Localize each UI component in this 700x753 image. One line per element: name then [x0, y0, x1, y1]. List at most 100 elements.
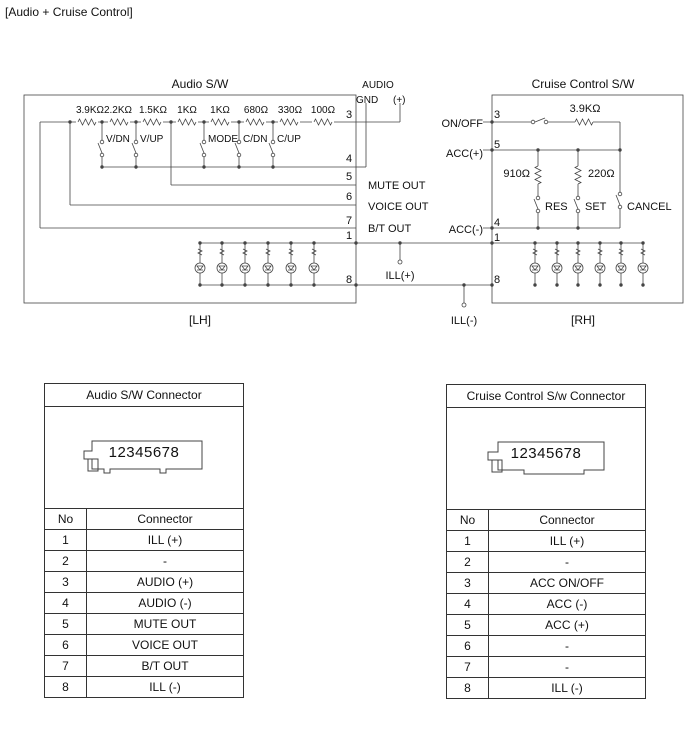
- switch-contact: [99, 139, 105, 145]
- pin-no-cell: 5: [44, 613, 87, 635]
- junction: [618, 148, 622, 152]
- junction: [619, 283, 623, 287]
- ill-minus-label: ILL(-): [451, 315, 477, 327]
- resistor-icon: [197, 248, 203, 256]
- switch-label: V/DN: [106, 134, 130, 145]
- diode-icon: [574, 265, 582, 271]
- gnd-label: GND: [356, 95, 378, 106]
- connector-pin-numbers: 12345678: [108, 443, 180, 461]
- connector-diagram: 12345678: [44, 406, 244, 509]
- pin-number: 8: [346, 274, 352, 286]
- diode-icon: [196, 265, 204, 271]
- resistor-icon: [245, 118, 265, 126]
- junction: [398, 241, 402, 245]
- ill-plus-label: ILL(+): [385, 270, 414, 282]
- junction: [598, 283, 602, 287]
- junction: [220, 283, 224, 287]
- pin-number: 1: [494, 232, 500, 244]
- cruise-sw-side: [RH]: [571, 313, 595, 327]
- pin-no-cell: 2: [446, 551, 489, 573]
- junction: [462, 283, 466, 287]
- resistor-icon: [313, 118, 333, 126]
- connector-cell: ILL (-): [488, 677, 646, 699]
- cruise-connector-table: Cruise Control S/w Connector 12345678 No…: [446, 384, 646, 699]
- led-icon: [194, 262, 206, 274]
- resistor-icon: [575, 248, 581, 256]
- cruise-sw-box: [491, 94, 684, 304]
- output-bt-out: B/T OUT: [368, 223, 411, 235]
- diode-icon: [639, 265, 647, 271]
- resistor-icon: [532, 248, 538, 256]
- junction: [641, 283, 645, 287]
- table-row: 7-: [446, 656, 646, 678]
- led-icon: [572, 262, 584, 274]
- pin-no-cell: 3: [44, 571, 87, 593]
- pin-no-cell: 7: [44, 655, 87, 677]
- resistor-icon: [210, 118, 230, 126]
- switch-icon: [97, 142, 103, 154]
- resistor-icon: [219, 248, 225, 256]
- output-mute-out: MUTE OUT: [368, 180, 426, 192]
- connector-cell: ACC (-): [488, 593, 646, 615]
- resistor-label: 220Ω: [588, 168, 615, 180]
- connector-cell: ILL (-): [86, 676, 244, 698]
- pin-no-cell: 7: [446, 656, 489, 678]
- resistor-label: 330Ω: [278, 105, 303, 116]
- diode-icon: [218, 265, 226, 271]
- pin-no-cell: 4: [446, 593, 489, 615]
- junction: [312, 283, 316, 287]
- resistor-icon: [534, 165, 542, 185]
- ill-minus-terminal: [461, 302, 467, 308]
- output-voice-out: VOICE OUT: [368, 201, 429, 213]
- switch-icon: [268, 142, 274, 154]
- audio-sw-side: [LH]: [189, 313, 211, 327]
- audio-sw-title: Audio S/W: [172, 77, 229, 91]
- resistor-icon: [554, 248, 560, 256]
- connector-diagram: 12345678: [446, 407, 646, 510]
- resistor-icon: [574, 118, 594, 126]
- switch-contact: [617, 204, 623, 210]
- diode-icon: [531, 265, 539, 271]
- column-header-no: No: [44, 508, 87, 530]
- switch-contact: [270, 139, 276, 145]
- cruise-sw-title: Cruise Control S/W: [532, 77, 635, 91]
- junction: [533, 283, 537, 287]
- led-icon: [529, 262, 541, 274]
- switch-contact: [535, 208, 541, 214]
- ill-plus-terminal: [397, 259, 403, 265]
- table-title: Audio S/W Connector: [44, 383, 244, 407]
- resistor-label: 3.9KΩ: [570, 103, 601, 115]
- junction: [243, 241, 247, 245]
- switch-label: C/UP: [277, 134, 301, 145]
- junction: [490, 226, 494, 230]
- switch-icon: [131, 142, 137, 154]
- switch-contact: [535, 195, 541, 201]
- pin-number: 4: [494, 217, 500, 229]
- pin-no-cell: 6: [44, 634, 87, 656]
- connector-cell: AUDIO (-): [86, 592, 244, 614]
- junction: [243, 283, 247, 287]
- junction: [220, 241, 224, 245]
- connector-icon: 12345678: [82, 439, 206, 477]
- table-row: 6-: [446, 635, 646, 657]
- junction: [576, 283, 580, 287]
- junction: [490, 148, 494, 152]
- connector-cell: -: [488, 635, 646, 657]
- switch-icon: [533, 198, 539, 210]
- diode-icon: [287, 265, 295, 271]
- switch-contact: [133, 139, 139, 145]
- connector-icon: 12345678: [484, 440, 608, 478]
- junction: [354, 283, 358, 287]
- junction: [289, 241, 293, 245]
- pin-number: 1: [346, 230, 352, 242]
- switch-contact: [236, 139, 242, 145]
- connector-cell: B/T OUT: [86, 655, 244, 677]
- pin-no-cell: 6: [446, 635, 489, 657]
- switch-label: V/UP: [140, 134, 164, 145]
- resistor-label: 100Ω: [311, 105, 336, 116]
